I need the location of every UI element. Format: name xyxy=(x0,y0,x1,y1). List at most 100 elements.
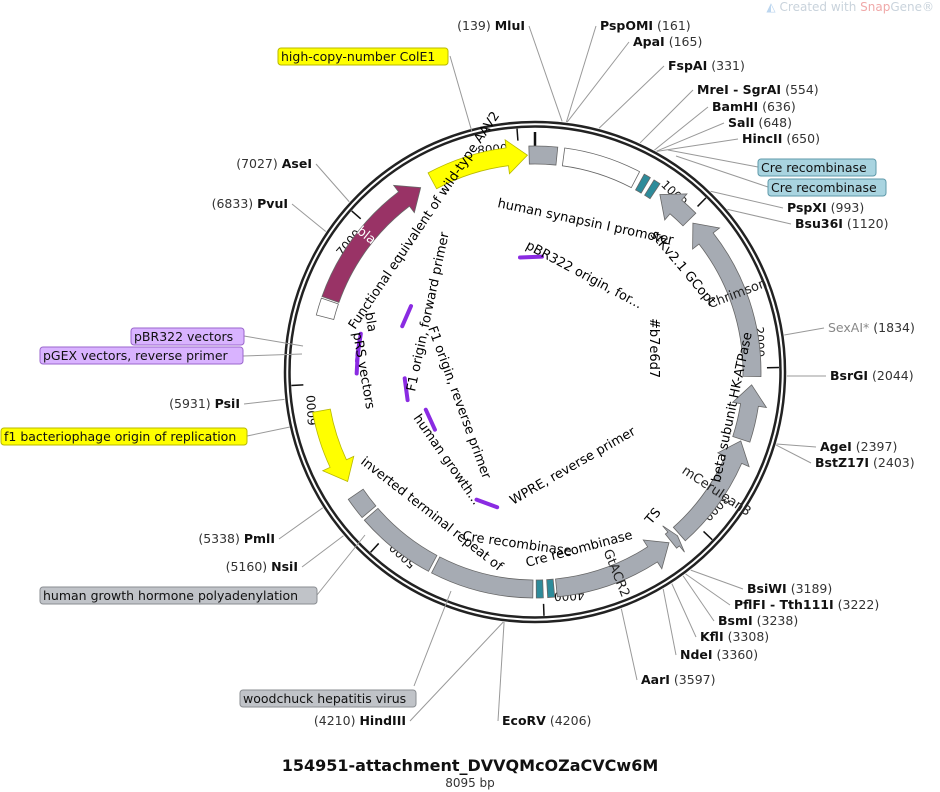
enzyme-label: (6833) PvuI xyxy=(212,196,288,211)
enzyme-position: (2044) xyxy=(872,368,914,383)
feature-ts xyxy=(662,525,685,553)
callout-leader-line xyxy=(667,149,759,168)
enzyme-label: (7027) AseI xyxy=(236,156,312,171)
plasmid-length: 8095 bp xyxy=(445,776,495,790)
feature-beta-subunit-hk-atpase xyxy=(731,384,768,443)
label-wpre: WPRE, reverse primer xyxy=(508,424,639,509)
enzyme-site: BamHI (636) xyxy=(654,99,796,151)
enzyme-site: SalI (648) xyxy=(656,115,792,152)
enzyme-leader-line xyxy=(301,535,344,568)
enzyme-position: (3238) xyxy=(757,613,799,628)
enzyme-leader-line xyxy=(727,208,792,225)
feature-itr-2 xyxy=(347,488,377,519)
enzyme-site: AgeI (2397) xyxy=(776,439,897,454)
enzyme-leader-line xyxy=(639,89,694,144)
tick-mark xyxy=(703,530,713,541)
enzyme-leader-line xyxy=(243,398,285,405)
label-synapsin: human synapsin I promoter xyxy=(496,196,675,248)
enzyme-label: MreI - SgrAI (554) xyxy=(697,82,819,97)
enzyme-label: (5338) PmlI xyxy=(198,531,275,546)
feature-lox-site-4 xyxy=(535,579,544,599)
callout-text: human growth hormone polyadenylation xyxy=(43,588,298,603)
enzyme-leader-line xyxy=(497,622,505,722)
enzyme-position: (993) xyxy=(831,200,865,215)
enzyme-label: AgeI (2397) xyxy=(820,439,897,454)
enzyme-label: BsiWI (3189) xyxy=(747,581,832,596)
enzyme-leader-line xyxy=(685,573,731,606)
primer-mark xyxy=(517,254,544,260)
callout-leader-line xyxy=(316,534,366,596)
watermark-suffix: Gene® xyxy=(890,0,934,14)
enzyme-leader-line xyxy=(775,444,812,464)
enzyme-label: BsrGI (2044) xyxy=(830,368,914,383)
tick-mark xyxy=(370,542,380,553)
enzyme-site: BsrGI (2044) xyxy=(786,368,914,383)
enzyme-site: BsmI (3238) xyxy=(682,575,799,628)
enzyme-site: SexAI* (1834) xyxy=(784,320,915,336)
enzyme-label: PspXI (993) xyxy=(787,200,864,215)
feature-lox-site-3 xyxy=(546,578,556,599)
enzyme-site: PflFI - Tth111I (3222) xyxy=(685,573,879,612)
enzyme-site: NdeI (3360) xyxy=(662,588,758,662)
callout-leader-line xyxy=(449,55,473,133)
callout-text: pBR322 vectors xyxy=(134,329,233,344)
enzyme-position: (3189) xyxy=(791,581,833,596)
enzyme-name: BamHI xyxy=(712,99,758,114)
feature-gtacr2 xyxy=(555,539,670,598)
enzyme-name: HincII xyxy=(742,131,782,146)
callout-woodchuck-hepatitis-virus: woodchuck hepatitis virus xyxy=(239,590,452,708)
primer-mark xyxy=(423,407,437,432)
snapgene-logo-icon: ◭ xyxy=(766,0,776,14)
enzyme-label: (139) MluI xyxy=(457,18,525,33)
enzyme-leader-line xyxy=(291,203,327,232)
enzyme-site: PspOMI (161) xyxy=(565,18,691,123)
enzyme-leader-line xyxy=(656,122,725,152)
feature-bla xyxy=(321,184,422,304)
callout-box xyxy=(0,427,248,446)
enzyme-position: (6833) xyxy=(212,196,254,211)
enzyme-leader-line xyxy=(315,163,350,203)
enzyme-leader-line xyxy=(620,608,638,681)
enzyme-name: EcoRV xyxy=(502,713,546,728)
callout-leader-line xyxy=(243,335,304,347)
feature-f1-ori xyxy=(312,408,355,483)
enzyme-name: PvuI xyxy=(257,196,288,211)
enzyme-site: (7027) AseI xyxy=(236,156,350,203)
label-b7e6d7: #b7e6d7 xyxy=(646,318,661,378)
feature-lox-site-1 xyxy=(635,173,651,194)
enzyme-position: (139) xyxy=(457,18,491,33)
callout-box xyxy=(130,327,245,346)
callout-high-copy-number-cole1: high-copy-number ColE1 xyxy=(277,47,473,133)
callout-box xyxy=(767,178,887,197)
backbone-ring xyxy=(283,120,787,624)
enzyme-position: (5338) xyxy=(198,531,240,546)
enzyme-leader-line xyxy=(690,569,744,590)
enzyme-position: (1120) xyxy=(847,216,889,231)
enzyme-site: EcoRV (4206) xyxy=(497,622,591,728)
enzyme-leader-line xyxy=(656,138,739,152)
tick-mark xyxy=(291,384,304,387)
enzyme-label: HincII (650) xyxy=(742,131,820,146)
enzyme-name: PmlI xyxy=(244,531,275,546)
enzyme-leader-line xyxy=(409,621,504,722)
enzyme-position: (650) xyxy=(786,131,820,146)
enzyme-position: (3597) xyxy=(674,672,716,687)
tick-mark xyxy=(696,197,707,207)
enzyme-label: PflFI - Tth111I (3222) xyxy=(734,597,879,612)
callout-box xyxy=(239,689,417,708)
plasmid-name: 154951-attachment_DVVQMcOZaCVCw6M xyxy=(281,756,659,775)
feature-stkv2-1 xyxy=(659,193,697,227)
feature-chrimson xyxy=(692,222,762,378)
callout-leader-line xyxy=(675,155,769,188)
callout-text: high-copy-number ColE1 xyxy=(281,49,435,64)
watermark-brand: Snap xyxy=(860,0,891,14)
enzyme-name: PspOMI xyxy=(600,18,653,33)
enzyme-leader-line xyxy=(671,583,697,638)
enzyme-leader-line xyxy=(710,190,784,209)
enzyme-position: (2397) xyxy=(856,439,898,454)
tick-mark xyxy=(351,210,362,220)
enzyme-position: (2403) xyxy=(873,455,915,470)
